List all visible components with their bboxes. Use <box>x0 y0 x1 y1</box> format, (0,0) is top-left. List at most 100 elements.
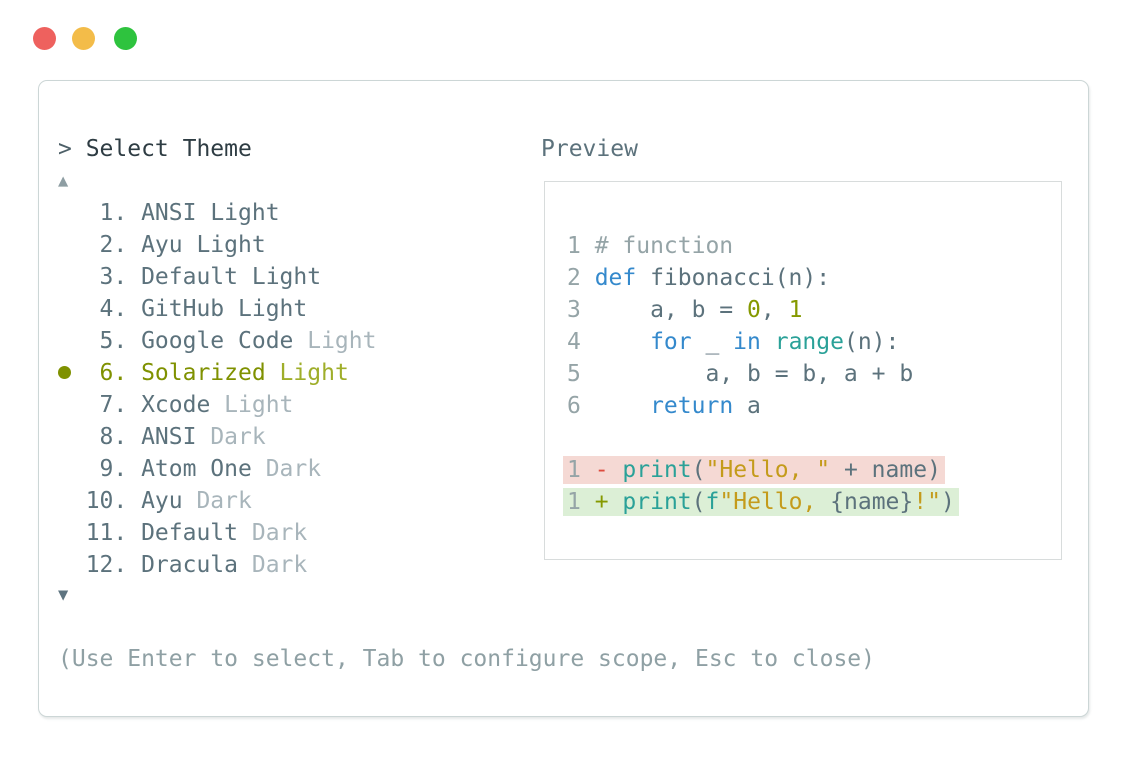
theme-list-item[interactable]: 4. GitHub Light <box>58 293 376 325</box>
code-token-plain: a, b = <box>594 297 748 323</box>
page-title: Select Theme <box>85 136 252 162</box>
item-number: 8. <box>99 424 128 450</box>
code-token-plain: fibonacci(n): <box>636 265 831 291</box>
item-name: Default <box>127 520 238 546</box>
line-number: 1 <box>567 489 581 515</box>
code-token-kw: for <box>650 329 692 355</box>
code-token-num: 1 <box>788 297 803 323</box>
line-number: 1 <box>567 233 581 259</box>
line-number: 3 <box>567 297 581 323</box>
code-token-kw: in <box>733 329 761 355</box>
line-number: 6 <box>567 393 581 419</box>
code-token-plain: (n): <box>843 329 900 355</box>
item-number: 2. <box>99 232 128 258</box>
code-line: 5 a, b = b, a + b <box>567 358 959 390</box>
item-variant: Dark <box>238 520 308 546</box>
code-token-fn: print <box>622 489 692 515</box>
line-number: 5 <box>567 361 581 387</box>
item-number: 10. <box>85 488 128 514</box>
code-token-comment: # function <box>594 233 734 259</box>
code-token-plain: _ <box>691 329 734 355</box>
theme-list-item[interactable]: 5. Google Code Light <box>58 325 377 357</box>
diff-removed-highlight: 1- print("Hello, " + name) <box>563 456 945 484</box>
theme-list-item[interactable]: 6. Solarized Light <box>58 357 376 389</box>
zoom-window-icon[interactable] <box>114 27 137 50</box>
theme-list-item[interactable]: 1. ANSI Light <box>58 197 376 229</box>
line-number: 2 <box>567 265 581 291</box>
item-name: Atom One <box>127 456 252 482</box>
code-token-num: 0 <box>747 297 761 323</box>
theme-list-item[interactable]: 12. Dracula Dark <box>58 549 376 581</box>
diff-line-added: 1+ print(f"Hello, {name}!") <box>563 486 959 518</box>
keyboard-hints: (Use Enter to select, Tab to configure s… <box>58 646 875 672</box>
theme-list-item[interactable]: 10. Ayu Dark <box>58 485 376 517</box>
code-token-plain <box>609 489 623 515</box>
diff-line-removed: 1- print("Hello, " + name) <box>563 454 959 486</box>
theme-list-item[interactable]: 11. Default Dark <box>58 517 376 549</box>
code-token-plain: a <box>733 393 761 419</box>
code-token-kw: def <box>594 265 637 291</box>
code-line: 1 # function <box>567 230 959 262</box>
theme-list-item[interactable]: 2. Ayu Light <box>58 229 376 261</box>
item-variant: Dark <box>182 488 252 514</box>
code-line: 3 a, b = 0, 1 <box>567 294 959 326</box>
code-line: 2 def fibonacci(n): <box>567 262 959 294</box>
diff-added-highlight: 1+ print(f"Hello, {name}!") <box>563 488 959 516</box>
code-token-plain: {name} <box>830 489 914 515</box>
preview-title: Preview <box>541 136 638 162</box>
minimize-window-icon[interactable] <box>72 27 95 50</box>
code-token-kw: return <box>650 393 734 419</box>
code-token-fn: range <box>774 329 844 355</box>
preview-pane: 1 # function 2 def fibonacci(n): 3 a, b = 0,… <box>544 181 1062 560</box>
item-variant: Light <box>238 264 322 290</box>
item-variant: Light <box>182 232 266 258</box>
scroll-up-icon[interactable]: ▲ <box>58 170 69 191</box>
theme-list-item[interactable]: 8. ANSI Dark <box>58 421 376 453</box>
code-line: 4 for _ in range(n): <box>567 326 959 358</box>
selected-dot-icon <box>58 365 71 379</box>
selection-marker <box>58 357 86 389</box>
item-name: Ayu <box>127 488 183 514</box>
code-line: 6 return a <box>567 390 959 422</box>
item-variant: Dark <box>238 552 308 578</box>
item-number: 5. <box>99 328 128 354</box>
theme-list-item[interactable]: 3. Default Light <box>58 261 376 293</box>
code-token-str: "Hello, <box>719 489 831 515</box>
prompt-icon: > <box>58 136 72 162</box>
item-variant: Light <box>265 360 349 386</box>
theme-list-item[interactable]: 7. Xcode Light <box>58 389 376 421</box>
item-name: Ayu <box>127 232 183 258</box>
item-variant: Dark <box>251 456 322 482</box>
item-number: 4. <box>99 296 128 322</box>
item-name: Solarized <box>127 360 266 386</box>
item-number: 3. <box>99 264 128 290</box>
item-variant: Dark <box>196 424 266 450</box>
item-name: Default <box>127 264 238 290</box>
line-number: 4 <box>567 329 581 355</box>
item-name: GitHub <box>127 296 225 322</box>
item-number: 9. <box>99 456 128 482</box>
item-number: 6. <box>99 360 128 386</box>
close-window-icon[interactable] <box>33 27 56 50</box>
item-name: ANSI <box>127 424 197 450</box>
code-token-plain <box>761 329 775 355</box>
item-name: Dracula <box>127 552 238 578</box>
code-token-minus: - <box>594 457 609 483</box>
item-variant: Light <box>210 392 294 418</box>
code-token-str: "Hello, " <box>705 457 831 483</box>
item-variant: Light <box>196 200 280 226</box>
item-variant: Light <box>293 328 377 354</box>
code-token-plain <box>595 329 650 355</box>
dialog-header: > Select Theme <box>58 133 252 165</box>
item-name: ANSI <box>127 200 197 226</box>
line-number: 1 <box>567 457 581 483</box>
code-token-fn: print <box>622 457 692 483</box>
code-token-fn: f <box>705 489 720 515</box>
theme-list-item[interactable]: 9. Atom One Dark <box>58 453 376 485</box>
scroll-down-icon[interactable]: ▼ <box>58 584 69 605</box>
item-number: 1. <box>99 200 128 226</box>
item-number: 12. <box>85 552 128 578</box>
item-name: Google Code <box>127 328 294 354</box>
item-number: 11. <box>85 520 128 546</box>
code-token-plain: a, b = b, a + b <box>594 361 914 387</box>
